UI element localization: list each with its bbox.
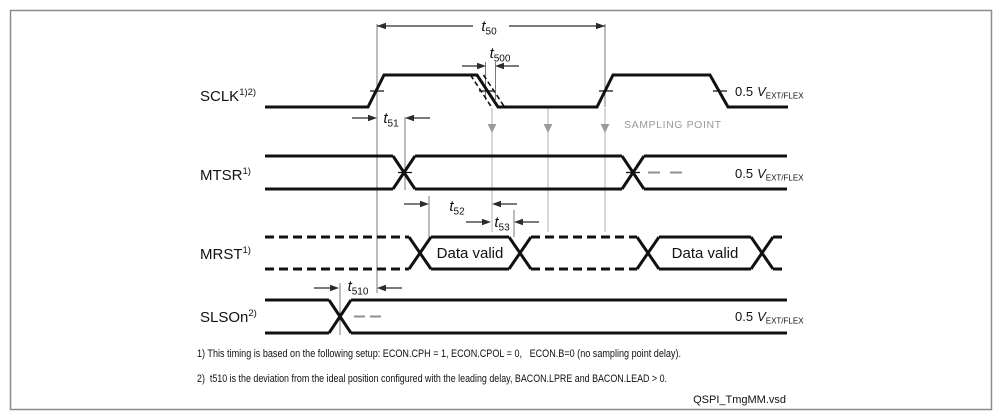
t500-dimension: t500 bbox=[462, 45, 519, 70]
t51-subscript: 51 bbox=[388, 119, 400, 130]
mrst-data-valid-windows bbox=[407, 235, 775, 271]
data-valid-label-1: Data valid bbox=[437, 245, 504, 262]
data-valid-label-2: Data valid bbox=[672, 245, 739, 262]
sampling-arrow-icon bbox=[543, 124, 553, 133]
mtsr-signal-row: MTSR1) 0.5 VEXT/FLEX bbox=[200, 154, 804, 191]
sclk-ref-level-label: 0.5 VEXT/FLEX bbox=[735, 84, 804, 101]
t50-subscript: 50 bbox=[486, 27, 498, 38]
t51-label: t51 bbox=[383, 110, 399, 130]
slso-ref-level-label: 0.5 VEXT/FLEX bbox=[735, 309, 804, 326]
arrow-left-icon bbox=[495, 62, 504, 70]
mtsr-waveform bbox=[265, 154, 787, 191]
t51-dimension: t51 bbox=[352, 110, 430, 130]
mrst-label-text: MRST bbox=[200, 246, 243, 263]
arrow-left-icon bbox=[377, 22, 386, 30]
slso-signal-row: SLSOn2) 0.5 VEXT/FLEX bbox=[200, 298, 804, 335]
ref-symbol: V bbox=[757, 166, 767, 181]
mrst-signal-row: MRST1) Data valid Data valid bbox=[200, 235, 785, 271]
sampling-arrow-icon bbox=[600, 124, 610, 133]
ref-subscript: EXT/FLEX bbox=[766, 174, 804, 183]
sclk-waveform bbox=[265, 73, 788, 109]
mrst-label: MRST1) bbox=[200, 245, 251, 263]
ref-value: 0.5 bbox=[735, 309, 753, 324]
t510-dimension: t510 bbox=[314, 278, 402, 298]
t53-subscript: 53 bbox=[499, 223, 511, 234]
sclk-signal-row: SCLK1)2) 0.5 VEXT/FLEX bbox=[200, 73, 804, 109]
sclk-label-superscript: 1)2) bbox=[239, 87, 256, 98]
arrow-right-icon bbox=[477, 62, 486, 70]
sclk-label: SCLK1)2) bbox=[200, 87, 256, 105]
t500-subscript: 500 bbox=[494, 54, 511, 65]
sampling-point-markers: SAMPLING POINT bbox=[487, 108, 722, 232]
t53-label: t53 bbox=[494, 214, 510, 234]
t500-label: t500 bbox=[490, 45, 511, 65]
file-name-caption: QSPI_TmgMM.vsd bbox=[693, 394, 786, 406]
arrow-left-icon bbox=[405, 114, 414, 122]
footnotes: 1) This timing is based on the following… bbox=[197, 348, 786, 406]
ref-symbol: V bbox=[757, 309, 767, 324]
sclk-label-text: SCLK bbox=[200, 88, 239, 105]
arrow-left-icon bbox=[514, 218, 523, 226]
slso-label-text: SLSOn bbox=[200, 309, 248, 326]
ref-subscript: EXT/FLEX bbox=[766, 317, 804, 326]
arrow-right-icon bbox=[420, 200, 429, 208]
t52-subscript: 52 bbox=[454, 207, 466, 218]
t53-symbol: t bbox=[494, 214, 499, 231]
arrow-left-icon bbox=[377, 284, 386, 292]
mtsr-label-text: MTSR bbox=[200, 167, 243, 184]
ref-value: 0.5 bbox=[735, 166, 753, 181]
footnote-1: 1) This timing is based on the following… bbox=[197, 348, 681, 360]
t50-label: t50 bbox=[481, 18, 497, 38]
arrow-left-icon bbox=[492, 200, 501, 208]
t50-dimension: t50 bbox=[377, 18, 605, 38]
figure-border bbox=[9, 9, 993, 411]
t53-dimension: t53 bbox=[466, 214, 539, 234]
t52-dimension: t52 bbox=[404, 198, 517, 218]
t510-label: t510 bbox=[348, 278, 369, 298]
t50-symbol: t bbox=[481, 18, 486, 35]
ref-subscript: EXT/FLEX bbox=[766, 92, 804, 101]
arrow-right-icon bbox=[596, 22, 605, 30]
t500-symbol: t bbox=[490, 45, 495, 62]
t52-label: t52 bbox=[449, 198, 465, 218]
footnote-2: 2) t510 is the deviation from the ideal … bbox=[197, 373, 667, 385]
mtsr-ref-level-label: 0.5 VEXT/FLEX bbox=[735, 166, 804, 183]
arrow-right-icon bbox=[330, 284, 339, 292]
arrow-right-icon bbox=[368, 114, 377, 122]
sampling-point-label: SAMPLING POINT bbox=[624, 119, 722, 131]
sampling-arrow-icon bbox=[487, 124, 497, 133]
mrst-dashed-rails bbox=[265, 235, 785, 271]
slso-label-superscript: 2) bbox=[248, 308, 256, 319]
mrst-label-superscript: 1) bbox=[243, 245, 251, 256]
t52-symbol: t bbox=[449, 198, 454, 215]
ref-value: 0.5 bbox=[735, 84, 753, 99]
slso-label: SLSOn2) bbox=[200, 308, 257, 326]
t51-symbol: t bbox=[383, 110, 388, 127]
mtsr-label: MTSR1) bbox=[200, 166, 251, 184]
ref-symbol: V bbox=[757, 84, 767, 99]
slso-waveform bbox=[265, 298, 787, 335]
t510-symbol: t bbox=[348, 278, 353, 295]
dimension-extension-lines bbox=[339, 24, 606, 335]
t510-subscript: 510 bbox=[352, 287, 369, 298]
mtsr-label-superscript: 1) bbox=[243, 166, 251, 177]
arrow-right-icon bbox=[482, 218, 491, 226]
